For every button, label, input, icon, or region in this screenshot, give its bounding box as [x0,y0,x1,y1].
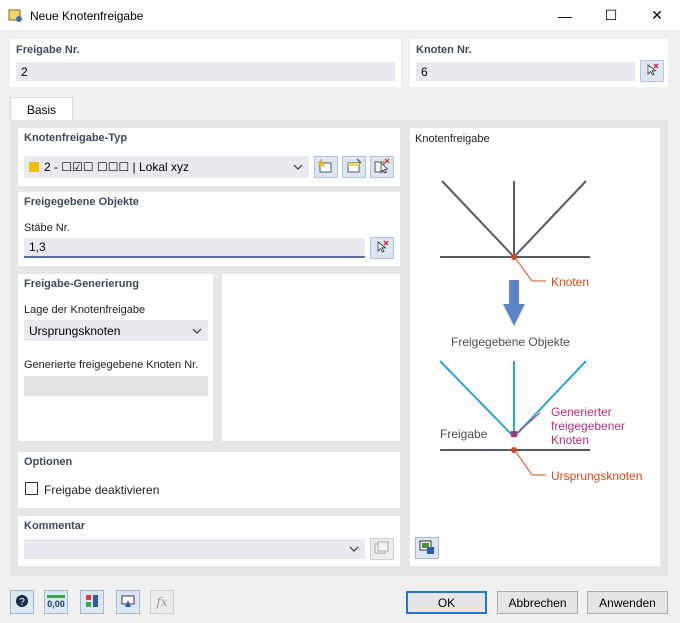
label-release: Freigabe [440,427,488,441]
comment-panel: Kommentar [18,516,400,566]
diagram-info-button[interactable] [415,537,439,559]
generated-node-marker [511,431,517,437]
release-type-label: Knotenfreigabe-Typ [24,132,128,144]
origin-node-marker [511,447,517,453]
diagram-panel: Knotenfreigabe Knoten Freigegebene Objek… [410,128,660,566]
label-released-objects: Freigegebene Objekte [451,335,570,349]
window-title: Neue Knotenfreigabe [30,9,144,23]
node-number-panel: Knoten Nr. 6 [410,39,668,87]
generated-leader-line [517,412,541,433]
location-dropdown[interactable]: Ursprungsknoten [24,320,208,341]
pick-node-button[interactable] [640,60,664,82]
released-member-right [513,360,587,438]
node-marker [511,254,517,260]
formula-icon: fx [156,595,168,609]
deactivate-label: Freigabe deaktivieren [44,483,160,497]
view-icon [120,593,136,612]
label-origin-node: Ursprungsknoten [551,469,643,483]
pick-cursor-icon [375,240,389,257]
released-objects-label: Freigegebene Objekte [24,196,139,208]
display-icon [84,593,100,612]
title-bar: Neue Knotenfreigabe — ☐ ✕ [0,0,680,31]
generation-label: Freigabe-Generierung [24,278,139,290]
chevron-down-icon [192,328,202,334]
edit-item-icon [346,158,362,177]
node-release-app-icon [8,8,24,24]
formula-button[interactable]: fx [150,590,174,614]
tab-basis[interactable]: Basis [10,97,73,121]
comment-library-button[interactable] [370,538,394,560]
apply-button[interactable]: Anwenden [587,591,668,614]
close-button[interactable]: ✕ [651,7,663,23]
down-arrow-shaft [509,280,519,304]
svg-text:?: ? [19,597,25,608]
origin-leader-line [515,451,533,476]
units-icon: 0,00 [47,595,65,609]
released-member-left [439,360,515,438]
generation-side-panel [222,274,400,441]
diagram-title: Knotenfreigabe [415,133,490,145]
generation-panel: Freigabe-Generierung Lage der Knotenfrei… [18,274,213,441]
pick-cursor-icon [645,63,659,80]
help-icon: ? [14,593,30,612]
display-button[interactable] [80,590,104,614]
node-leader-line [515,258,533,282]
node-number-label: Knoten Nr. [416,44,472,56]
release-type-panel: Knotenfreigabe-Typ 2 - ☐☑☐ ☐☐☐ | Lokal x… [18,128,400,186]
options-panel: Optionen Freigabe deaktivieren [18,452,400,508]
generated-nodes-field [24,376,208,396]
ok-button[interactable]: OK [406,591,487,614]
release-number-field[interactable]: 2 [16,62,395,81]
node-number-field[interactable]: 6 [416,62,635,81]
release-type-swatch [29,162,39,172]
member-line-left [441,180,515,258]
units-button[interactable]: 0,00 [44,590,68,614]
released-objects-panel: Freigegebene Objekte Stäbe Nr. 1,3 [18,192,400,266]
location-value: Ursprungsknoten [29,323,121,338]
deactivate-checkbox[interactable] [25,482,38,495]
comment-dropdown[interactable] [24,539,365,559]
view-button[interactable] [116,590,140,614]
pick-release-type-button[interactable] [370,156,394,178]
cancel-button[interactable]: Abbrechen [497,591,578,614]
chevron-down-icon [293,164,303,170]
edit-release-type-button[interactable] [342,156,366,178]
release-number-label: Freigabe Nr. [16,44,80,56]
location-label: Lage der Knotenfreigabe [24,304,146,316]
minimize-button[interactable]: — [558,7,572,24]
maximize-button[interactable]: ☐ [604,7,618,23]
comment-label: Kommentar [24,520,86,532]
new-release-type-button[interactable] [314,156,338,178]
down-arrow-head [503,304,525,326]
label-generated-node: Generierter freigegebener Knoten [551,405,626,447]
library-icon [374,541,390,558]
options-label: Optionen [24,456,73,468]
members-label: Stäbe Nr. [24,222,70,234]
label-node: Knoten [551,275,590,289]
pick-members-button[interactable] [370,237,394,259]
generated-nodes-label: Generierte freigegebene Knoten Nr. [24,359,199,371]
pick-cursor-icon [374,158,390,177]
node-release-diagram [439,180,590,476]
release-type-dropdown[interactable]: 2 - ☐☑☐ ☐☐☐ | Lokal xyz [24,156,309,178]
tab-basis-label: Basis [26,102,57,117]
new-item-icon [317,158,334,177]
chevron-down-icon [349,546,359,552]
image-settings-icon [419,539,435,558]
member-line-right [513,180,587,258]
members-field[interactable]: 1,3 [24,238,365,258]
help-button[interactable]: ? [10,590,34,614]
release-type-value: 2 - ☐☑☐ ☐☐☐ | Lokal xyz [44,160,190,174]
release-number-panel: Freigabe Nr. 2 [10,39,401,87]
